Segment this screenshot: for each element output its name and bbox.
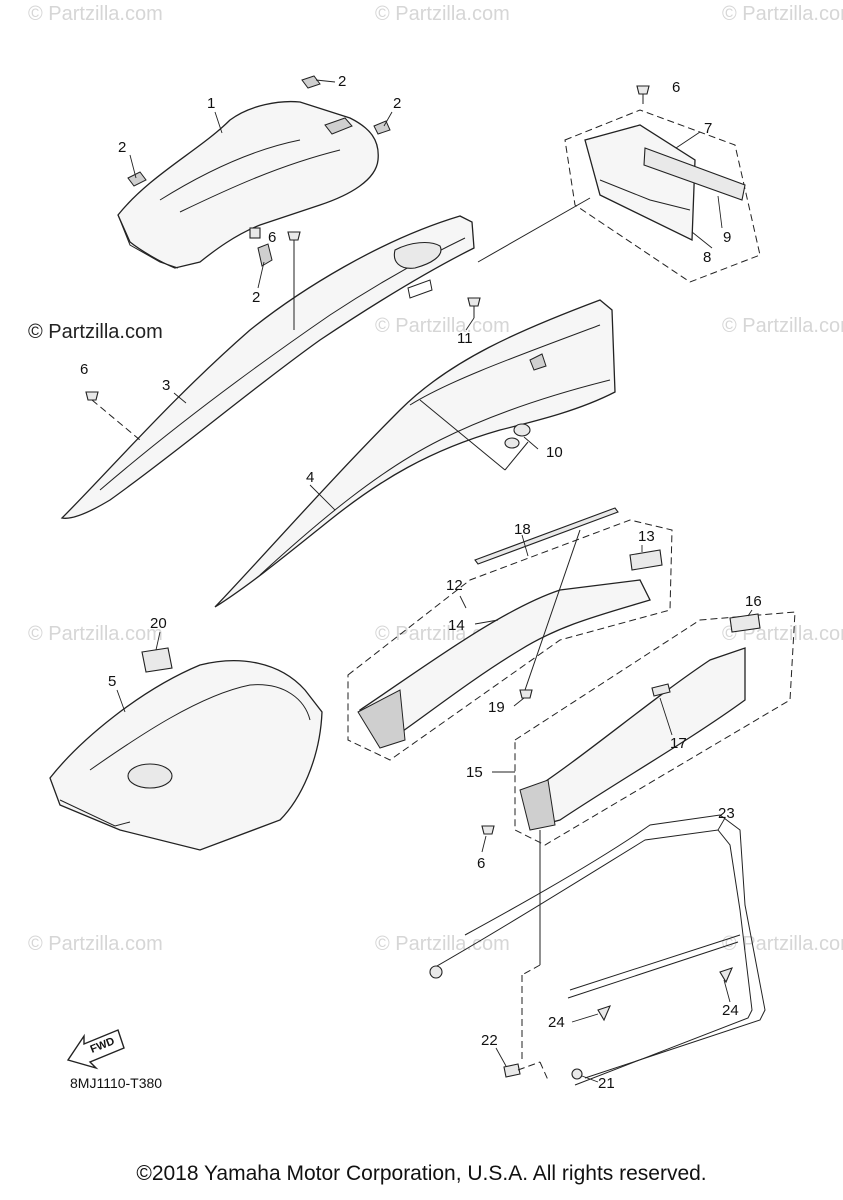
callout-12: 12 bbox=[446, 577, 463, 594]
part-6-screws bbox=[85, 85, 650, 835]
part-15-17-cover-group bbox=[514, 611, 796, 846]
callout-24: 24 bbox=[722, 1002, 739, 1019]
callout-6: 6 bbox=[477, 855, 485, 872]
callout-2: 2 bbox=[252, 289, 260, 306]
watermark: © Partzilla.com bbox=[375, 933, 510, 955]
callout-3: 3 bbox=[162, 377, 170, 394]
part-24-clips bbox=[597, 967, 733, 1022]
callout-14: 14 bbox=[448, 617, 465, 634]
watermark: © Partzilla.com bbox=[28, 623, 163, 645]
callout-6: 6 bbox=[80, 361, 88, 378]
callout-24: 24 bbox=[548, 1014, 565, 1031]
connection-lines bbox=[419, 197, 591, 1060]
callout-16: 16 bbox=[745, 593, 762, 610]
part-4-side-cover bbox=[214, 299, 616, 608]
watermark: © Partzilla.com bbox=[375, 3, 510, 25]
fwd-arrow-icon: FWD bbox=[66, 1029, 125, 1070]
callout-2: 2 bbox=[393, 95, 401, 112]
callout-8: 8 bbox=[703, 249, 711, 266]
callout-18: 18 bbox=[514, 521, 531, 538]
copyright-notice: ©2018 Yamaha Motor Corporation, U.S.A. A… bbox=[136, 1162, 707, 1185]
callout-22: 22 bbox=[481, 1032, 498, 1049]
callout-19: 19 bbox=[488, 699, 505, 716]
part-3-side-cover bbox=[60, 215, 475, 519]
callout-10: 10 bbox=[546, 444, 563, 461]
part-21-22-fasteners bbox=[503, 1061, 583, 1081]
callout-9: 9 bbox=[723, 229, 731, 246]
part-7-8-9-bracket-group bbox=[564, 109, 761, 283]
callout-13: 13 bbox=[638, 528, 655, 545]
part-20-label bbox=[141, 647, 173, 673]
callout-6: 6 bbox=[268, 229, 276, 246]
callout-2: 2 bbox=[118, 139, 126, 156]
callout-2: 2 bbox=[338, 73, 346, 90]
callout-labels: 1 2 2 2 2 3 4 5 6 6 6 6 7 8 9 10 11 12 1… bbox=[80, 73, 762, 1092]
callout-11: 11 bbox=[457, 330, 473, 347]
part-1-rear-cover bbox=[117, 100, 379, 269]
callout-1: 1 bbox=[207, 95, 215, 112]
callout-23: 23 bbox=[718, 805, 735, 822]
part-23-frame bbox=[429, 814, 766, 1086]
part-2-clips bbox=[127, 75, 391, 267]
callout-6: 6 bbox=[672, 79, 680, 96]
callout-7: 7 bbox=[704, 120, 712, 137]
part-10-grommet bbox=[504, 423, 531, 449]
watermark-prominent: © Partzilla.com bbox=[28, 321, 163, 343]
watermark: © Partzilla.com bbox=[28, 3, 163, 25]
callout-17: 17 bbox=[670, 735, 687, 752]
callout-20: 20 bbox=[150, 615, 167, 632]
callout-5: 5 bbox=[108, 673, 116, 690]
callout-21: 21 bbox=[598, 1075, 615, 1092]
watermark: © Partzilla.com bbox=[375, 315, 510, 337]
watermark: © Partzilla.com bbox=[722, 315, 843, 337]
watermark-layer: © Partzilla.com © Partzilla.com © Partzi… bbox=[28, 3, 843, 955]
diagram-code: 8MJ1110-T380 bbox=[70, 1075, 162, 1091]
leader-lines bbox=[116, 79, 753, 1083]
part-12-19-cover-group bbox=[347, 507, 673, 761]
watermark: © Partzilla.com bbox=[28, 933, 163, 955]
callout-4: 4 bbox=[306, 469, 314, 486]
part-11-screw bbox=[467, 297, 481, 318]
watermark: © Partzilla.com bbox=[722, 3, 843, 25]
part-5-storage-bucket bbox=[49, 660, 323, 851]
callout-15: 15 bbox=[466, 764, 483, 781]
watermark: © Partzilla.com bbox=[722, 933, 843, 955]
